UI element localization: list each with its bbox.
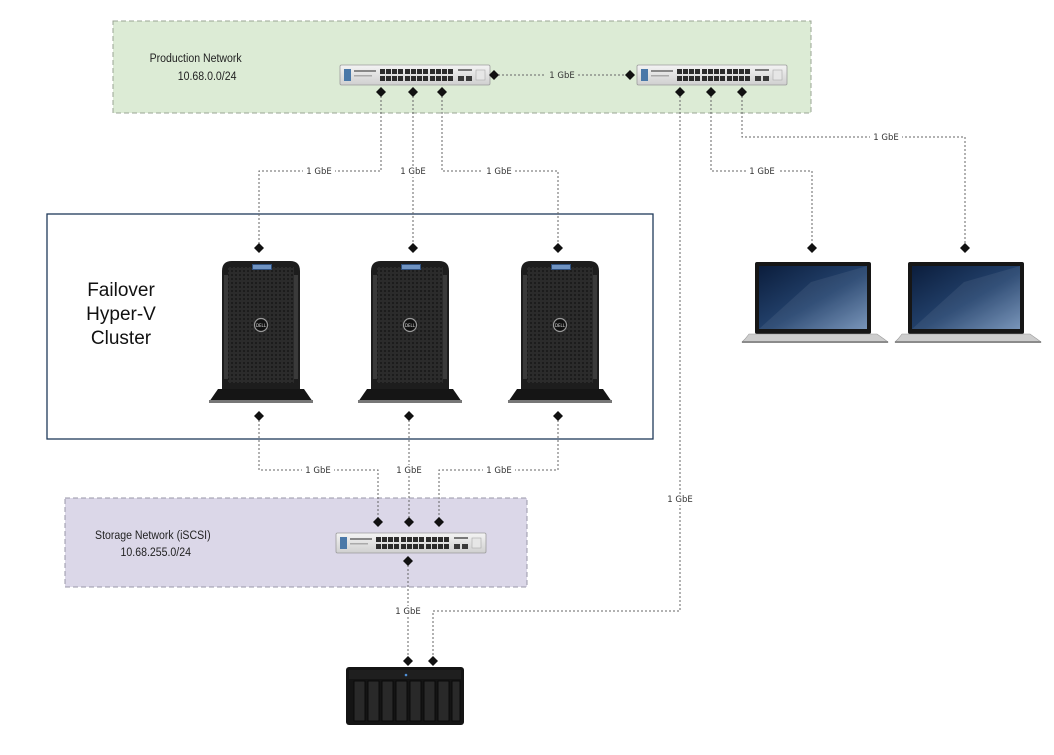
port-marker — [434, 517, 444, 527]
port-marker — [254, 411, 264, 421]
link-label-uplink: 1 GbE — [549, 71, 574, 81]
storage-network-title: Storage Network (iSCSI) — [95, 529, 211, 542]
link-label-prod-laptop2: 1 GbE — [873, 133, 898, 143]
port-marker — [675, 87, 685, 97]
link-label-prod-laptop1: 1 GbE — [749, 167, 774, 177]
link-label-host2-storage: 1 GbE — [396, 466, 421, 476]
production-network-subnet: 10.68.0.0/24 — [178, 70, 237, 83]
link-label-storage-nas: 1 GbE — [395, 607, 420, 617]
port-marker — [625, 70, 635, 80]
port-marker — [404, 411, 414, 421]
storage-network-subnet: 10.68.255.0/24 — [121, 546, 191, 559]
network-switch-icon — [335, 532, 487, 554]
link-label-host1-storage: 1 GbE — [305, 466, 330, 476]
link-label-prod-host1: 1 GbE — [306, 167, 331, 177]
port-marker — [437, 87, 447, 97]
production-network-title: Production Network — [150, 52, 242, 65]
tower-server-icon — [357, 260, 463, 404]
cluster-title-line-1: Failover — [87, 280, 155, 301]
port-marker — [408, 87, 418, 97]
cluster-title-line-2: Hyper-V — [86, 304, 156, 325]
port-marker — [553, 411, 563, 421]
port-marker — [807, 243, 817, 253]
link-label-prod-nas: 1 GbE — [667, 495, 692, 505]
port-marker — [960, 243, 970, 253]
link-label-host3-storage: 1 GbE — [486, 466, 511, 476]
wire-prod-laptop2 — [741, 92, 966, 248]
port-marker — [706, 87, 716, 97]
cluster-title-line-3: Cluster — [91, 328, 152, 349]
port-marker — [428, 656, 438, 666]
port-marker — [553, 243, 563, 253]
tower-server-icon — [208, 260, 314, 404]
port-marker — [254, 243, 264, 253]
nas-storage-icon — [345, 666, 465, 726]
network-switch-icon — [339, 64, 491, 86]
port-marker — [373, 517, 383, 527]
laptop-icon — [741, 261, 889, 344]
link-label-prod-host3: 1 GbE — [486, 167, 511, 177]
link-label-prod-host2: 1 GbE — [400, 167, 425, 177]
port-marker — [737, 87, 747, 97]
port-marker — [408, 243, 418, 253]
tower-server-icon — [507, 260, 613, 404]
network-switch-icon — [636, 64, 788, 86]
port-marker — [403, 656, 413, 666]
port-marker — [376, 87, 386, 97]
port-markers — [254, 70, 970, 666]
port-marker — [403, 556, 413, 566]
laptop-icon — [894, 261, 1042, 344]
port-marker — [404, 517, 414, 527]
link-labels: 1 GbE 1 GbE 1 GbE 1 GbE 1 GbE 1 GbE 1 Gb… — [302, 69, 902, 617]
port-marker — [489, 70, 499, 80]
